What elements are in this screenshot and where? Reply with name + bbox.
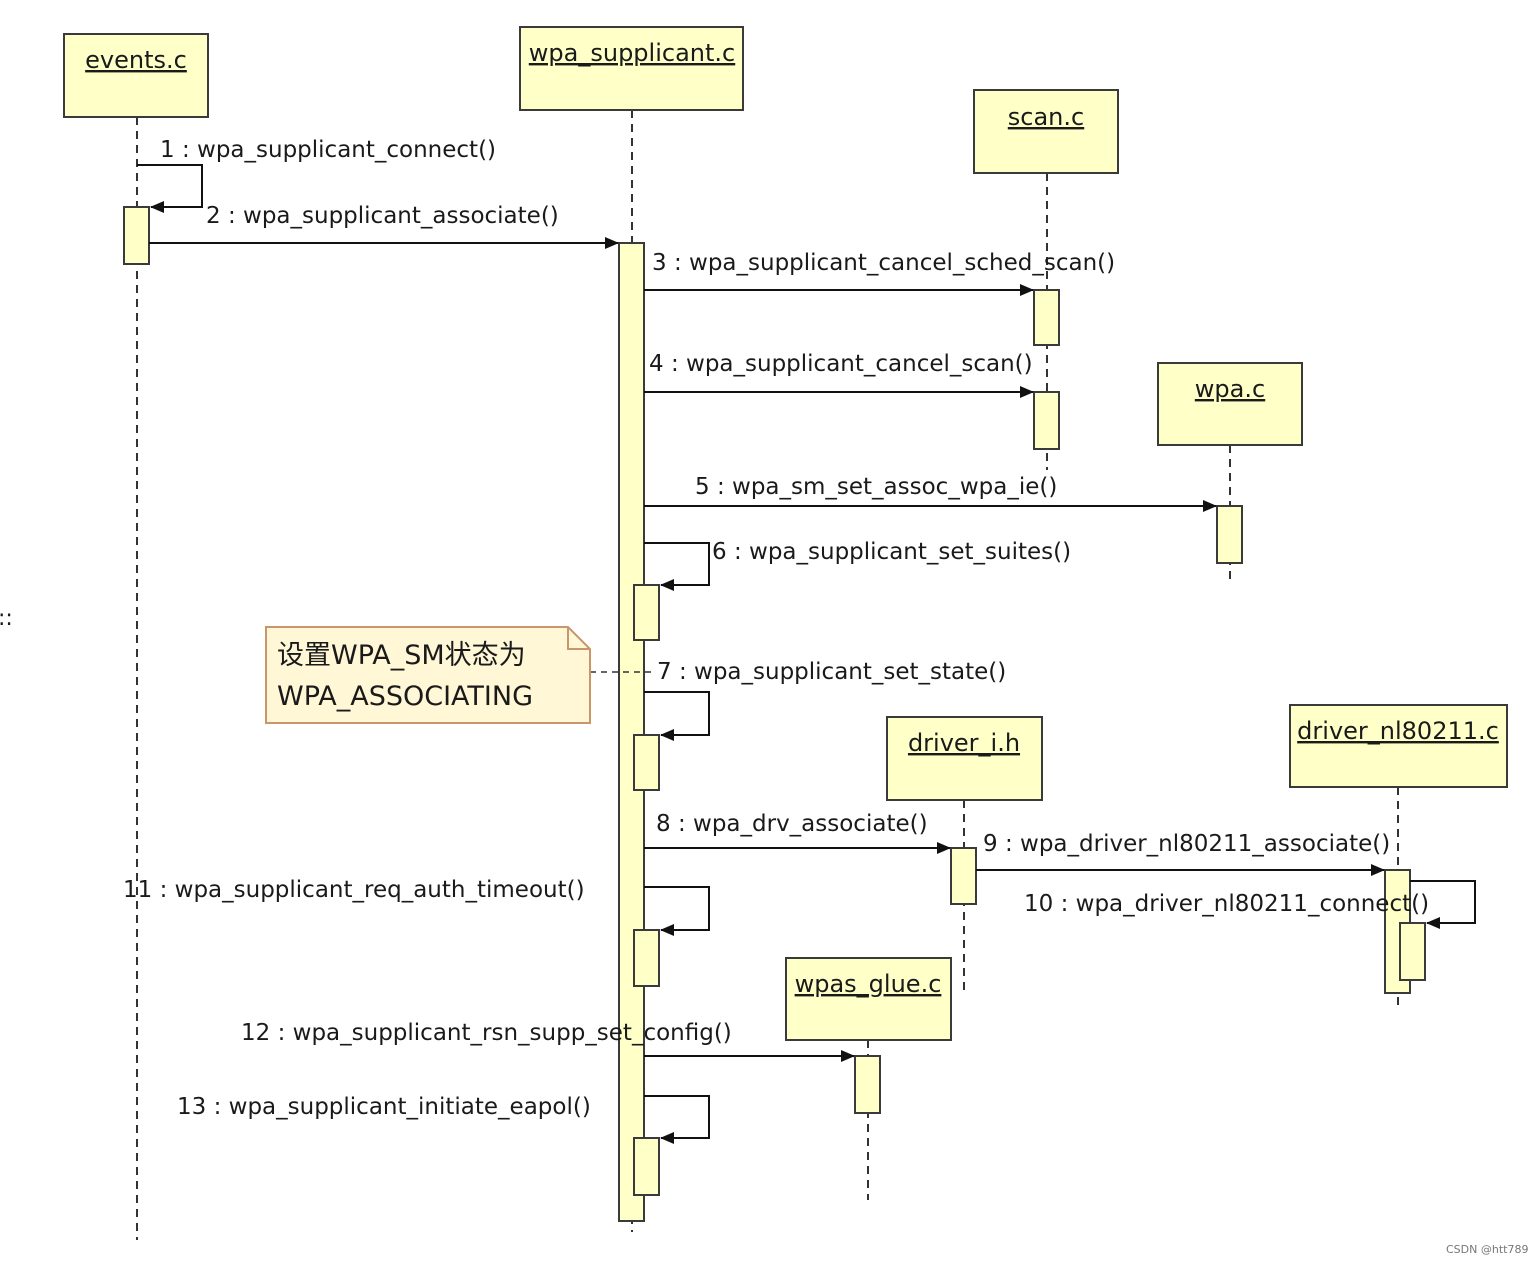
stray-text: :: <box>0 606 13 631</box>
message-label-13: 13 : wpa_supplicant_initiate_eapol() <box>177 1094 591 1120</box>
activation-wpa-supplicant-main <box>618 242 645 1222</box>
participant-label: events.c <box>85 46 187 74</box>
participant-wpa-supplicant: wpa_supplicant.c <box>519 26 744 111</box>
message-label-8: 8 : wpa_drv_associate() <box>656 811 928 837</box>
participant-label: driver_i.h <box>908 729 1020 757</box>
arrow-msg-10 <box>1410 880 1476 929</box>
message-label-1: 1 : wpa_supplicant_connect() <box>160 137 496 163</box>
message-labels: 1 : wpa_supplicant_connect() 2 : wpa_sup… <box>123 137 1429 1120</box>
message-label-7: 7 : wpa_supplicant_set_state() <box>657 659 1006 685</box>
activation-self-11 <box>633 929 660 987</box>
message-label-2: 2 : wpa_supplicant_associate() <box>206 203 559 229</box>
arrow-msg-11 <box>644 886 710 936</box>
arrow-msg-6 <box>644 542 710 591</box>
arrow-msg-13 <box>644 1095 710 1144</box>
activation-driver-nl80211-nested <box>1399 922 1426 981</box>
activation-events <box>123 206 150 265</box>
participant-scan: scan.c <box>973 89 1119 174</box>
message-label-4: 4 : wpa_supplicant_cancel_scan() <box>649 351 1033 377</box>
watermark: CSDN @htt789 <box>1446 1243 1528 1256</box>
participant-wpas-glue: wpas_glue.c <box>785 957 952 1041</box>
participant-label: wpa_supplicant.c <box>529 39 735 67</box>
arrow-msg-1 <box>137 164 203 213</box>
participant-label: scan.c <box>1008 103 1084 131</box>
activation-wpas-glue <box>854 1055 881 1114</box>
message-label-10: 10 : wpa_driver_nl80211_connect() <box>1024 891 1429 917</box>
note-box <box>265 626 591 724</box>
activation-self-13 <box>633 1137 660 1196</box>
participant-label: wpa.c <box>1195 375 1265 403</box>
activations <box>123 206 1426 1222</box>
note: 设置WPA_SM状态为 WPA_ASSOCIATING <box>265 626 652 724</box>
activation-self-7 <box>633 734 660 791</box>
activation-driver-i <box>950 847 977 905</box>
note-fold <box>567 627 590 650</box>
message-label-9: 9 : wpa_driver_nl80211_associate() <box>983 831 1390 857</box>
activation-self-6 <box>633 584 660 641</box>
participant-events: events.c <box>63 33 209 118</box>
activation-scan-2 <box>1033 391 1060 450</box>
message-label-11: 11 : wpa_supplicant_req_auth_timeout() <box>123 877 585 903</box>
participant-driver-i: driver_i.h <box>886 716 1043 801</box>
activation-wpa <box>1216 505 1243 564</box>
participant-driver-nl80211: driver_nl80211.c <box>1289 704 1508 788</box>
participant-label: wpas_glue.c <box>795 970 942 998</box>
activation-scan-1 <box>1033 289 1060 346</box>
arrow-msg-7 <box>644 691 710 741</box>
message-label-5: 5 : wpa_sm_set_assoc_wpa_ie() <box>695 474 1057 500</box>
message-label-3: 3 : wpa_supplicant_cancel_sched_scan() <box>652 250 1115 276</box>
message-label-6: 6 : wpa_supplicant_set_suites() <box>712 539 1071 565</box>
participant-wpa: wpa.c <box>1157 362 1303 446</box>
note-line-2: WPA_ASSOCIATING <box>277 681 533 712</box>
note-line-1: 设置WPA_SM状态为 <box>277 640 526 671</box>
participant-label: driver_nl80211.c <box>1297 717 1499 745</box>
message-arrows <box>137 164 1476 1144</box>
message-label-12: 12 : wpa_supplicant_rsn_supp_set_config(… <box>241 1020 732 1046</box>
